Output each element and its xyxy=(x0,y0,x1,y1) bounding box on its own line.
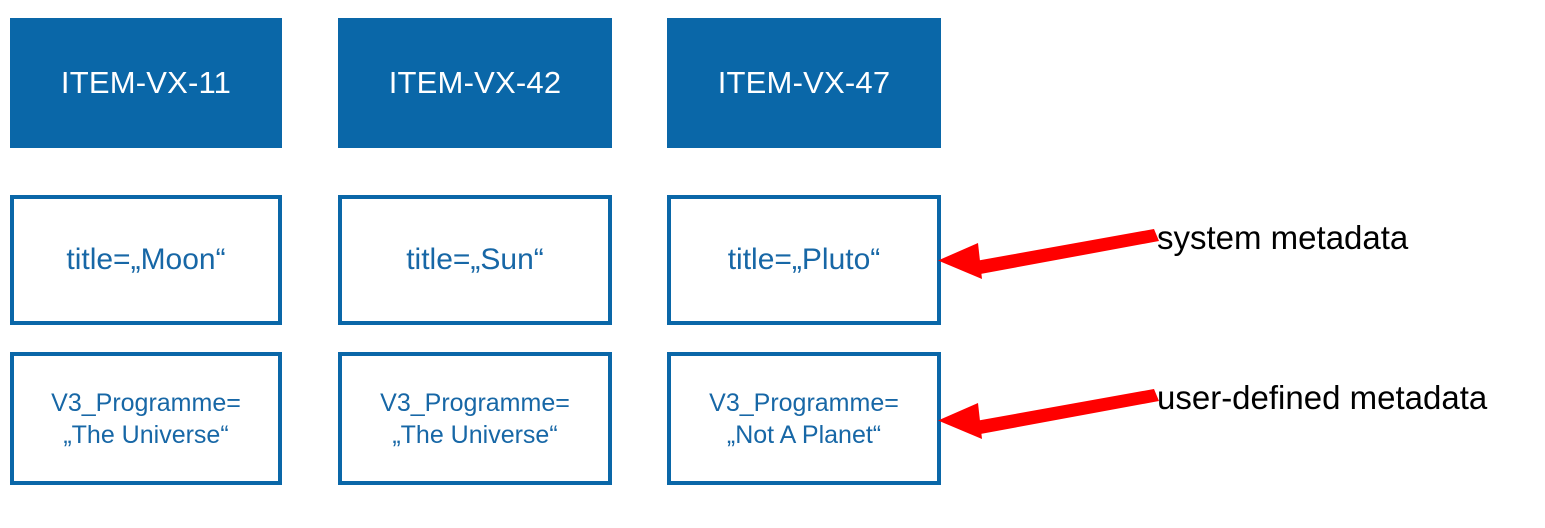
user-metadata-box-1[interactable]: V3_Programme= „The Universe“ xyxy=(10,352,282,485)
item-header-label-1: ITEM-VX-11 xyxy=(60,65,232,100)
left-arrow-icon xyxy=(938,389,1159,439)
system-metadata-box-3[interactable]: title=„Pluto“ xyxy=(667,195,941,325)
user-metadata-box-3[interactable]: V3_Programme= „Not A Planet“ xyxy=(667,352,941,485)
user-metadata-text-3: V3_Programme= „Not A Planet“ xyxy=(709,388,899,449)
left-arrow-icon xyxy=(938,229,1159,279)
user-metadata-text-2: V3_Programme= „The Universe“ xyxy=(380,388,570,449)
system-metadata-text-2: title=„Sun“ xyxy=(406,242,544,276)
system-metadata-arrow xyxy=(930,222,1160,282)
user-metadata-arrow xyxy=(930,382,1160,442)
system-metadata-text-3: title=„Pluto“ xyxy=(727,242,881,276)
system-metadata-box-1[interactable]: title=„Moon“ xyxy=(10,195,282,325)
item-header-box-2[interactable]: ITEM-VX-42 xyxy=(338,18,612,148)
user-metadata-box-2[interactable]: V3_Programme= „The Universe“ xyxy=(338,352,612,485)
system-metadata-label-text: system metadata xyxy=(1157,219,1409,256)
user-metadata-text-1: V3_Programme= „The Universe“ xyxy=(51,388,241,449)
system-metadata-text-1: title=„Moon“ xyxy=(66,242,226,276)
user-metadata-label-text: user-defined metadata xyxy=(1157,379,1488,416)
user-metadata-label: user-defined metadata xyxy=(1157,379,1487,417)
item-header-box-1[interactable]: ITEM-VX-11 xyxy=(10,18,282,148)
item-header-label-3: ITEM-VX-47 xyxy=(717,65,891,100)
item-header-label-2: ITEM-VX-42 xyxy=(388,65,562,100)
item-header-box-3[interactable]: ITEM-VX-47 xyxy=(667,18,941,148)
system-metadata-label: system metadata xyxy=(1157,219,1408,257)
system-metadata-box-2[interactable]: title=„Sun“ xyxy=(338,195,612,325)
